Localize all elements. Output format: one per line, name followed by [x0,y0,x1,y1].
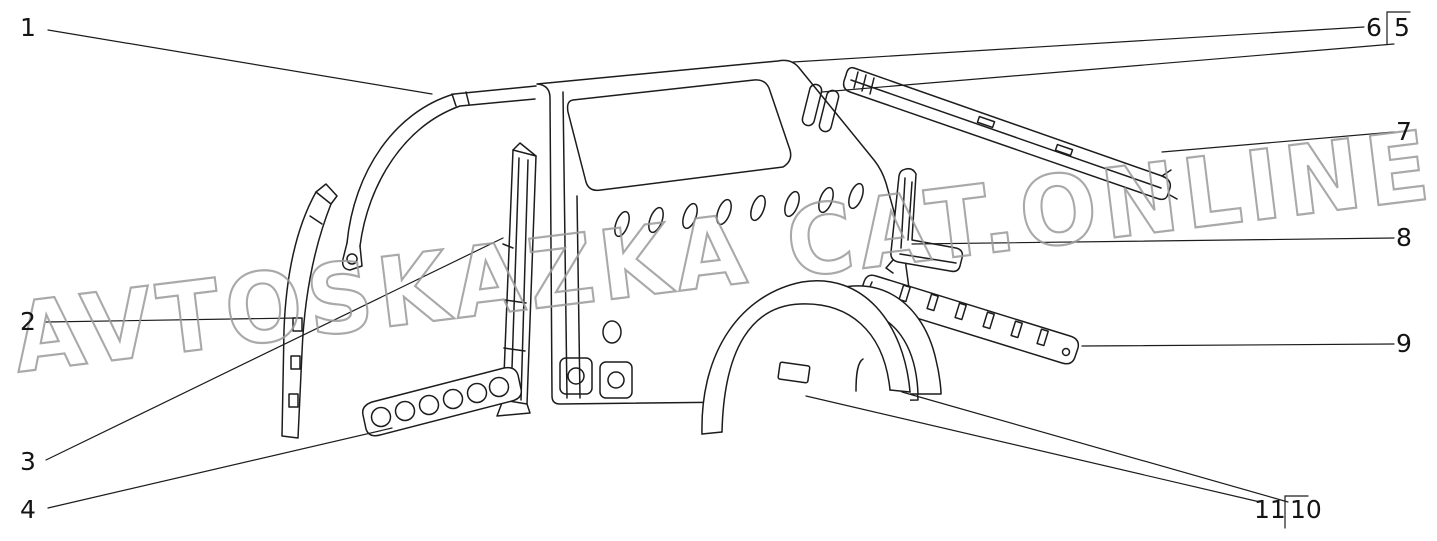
roof-side-rail-drawing [842,66,1178,201]
callout-label-4: 4 [20,495,36,524]
wheel-arch-liner-drawing [701,280,911,435]
callout-label-1: 1 [20,13,36,42]
callout-label-3: 3 [20,447,36,476]
callout-label-11: 11 [1254,495,1286,524]
bracket-drawing [885,167,964,274]
leader-line-8 [911,237,1395,245]
beltline-slots [614,182,864,238]
leader-line-6 [792,26,1365,63]
leader-line-4 [47,427,393,509]
door-frame-drawing [341,85,537,271]
callout-label-9: 9 [1396,329,1412,358]
leader-line-11 [805,395,1261,503]
callout-label-10: 10 [1290,495,1322,524]
leader-line-5 [821,43,1395,93]
holed-plate-drawing [361,366,523,437]
leader-line-9 [1081,343,1395,347]
leader-line-2 [45,317,297,323]
leader-line-3 [45,237,504,461]
center-pillar-drawing [496,142,537,417]
leader-lines [45,11,1411,529]
callout-label-6: 6 [1366,13,1382,42]
front-pillar-strip-drawing [281,183,338,439]
leader-line-1 [47,29,433,95]
leader-line-10 [901,391,1289,503]
callout-label-8: 8 [1396,223,1412,252]
callout-label-2: 2 [20,307,36,336]
callout-bracket-bottom-right [1284,495,1309,529]
callout-label-7: 7 [1396,117,1412,146]
callout-label-5: 5 [1394,13,1410,42]
leader-line-7 [1161,131,1395,153]
callout-bracket-top-right [1386,11,1411,45]
